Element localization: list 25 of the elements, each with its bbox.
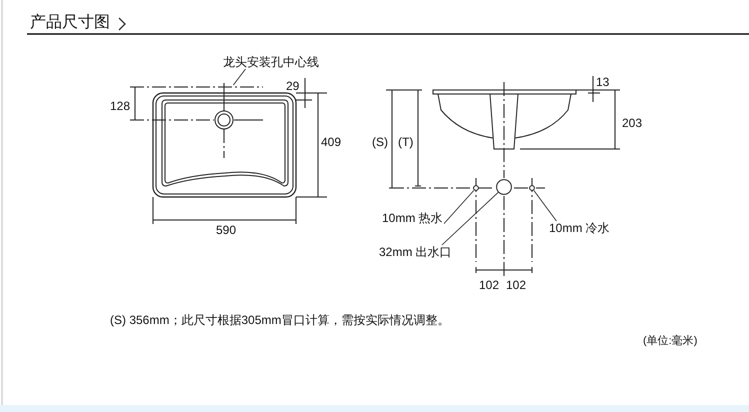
dimension-label: 29 [286,79,300,93]
leader-line [232,68,246,86]
water-hole [529,185,535,191]
water-hole [473,185,479,191]
leader-line [442,192,499,246]
dimension-label: 590 [216,223,236,237]
dimension-label: (S) [372,135,388,149]
dimension-label: 409 [321,135,342,149]
callout-text: 10mm 热水 [382,211,444,225]
drain-hole [496,179,512,195]
callout-text: 32mm 出水口 [379,245,453,259]
callout-text: 龙头安装孔中心线 [223,55,321,69]
dimension-label: 102 [479,278,500,292]
dimension-label: 102 [506,278,526,292]
center-line [130,85,263,89]
dimension-label: (T) [398,135,414,149]
footnote-text: (S) 356mm；此尺寸根据305mm冒口计算，需按实际情况调整。 [110,313,450,327]
unit-note: (单位:毫米) [643,334,698,348]
leader-line [444,190,474,224]
dimension-label: 203 [622,116,642,130]
section-title: 产品尺寸图 [30,14,110,32]
callout-text: 10mm 冷水 [549,221,611,235]
dimension-label: 128 [110,99,130,113]
dimension-label: 13 [596,75,610,89]
leader-line [533,190,557,222]
